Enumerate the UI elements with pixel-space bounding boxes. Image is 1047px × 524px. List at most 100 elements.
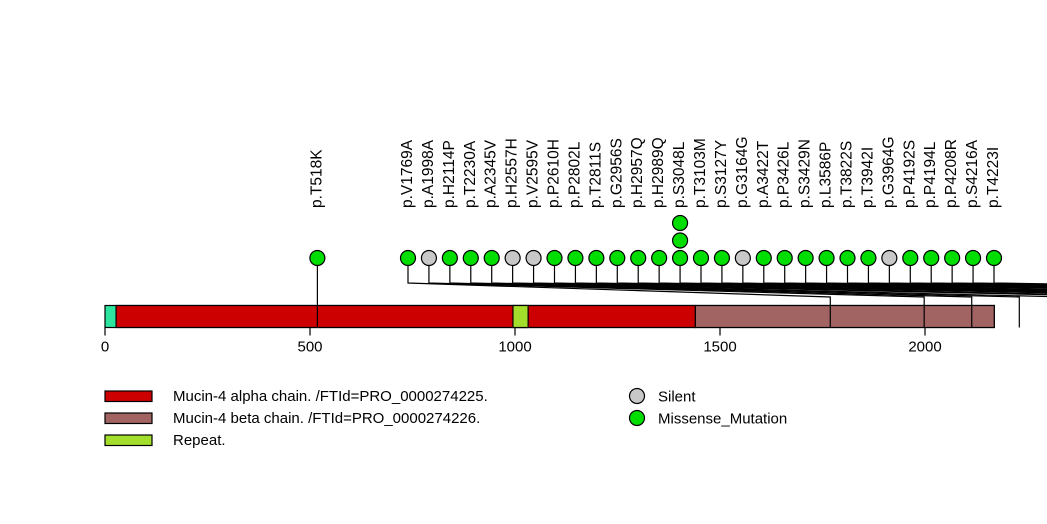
protein-domain-bar bbox=[104, 304, 995, 329]
mutation-label: p.P2802L bbox=[566, 141, 583, 208]
lollipop-stick bbox=[763, 258, 1047, 289]
lollipop-stick bbox=[491, 258, 1047, 298]
domain-beta-chain bbox=[694, 304, 995, 329]
mutation-point bbox=[504, 249, 521, 267]
lollipop-stick bbox=[909, 258, 1047, 286]
lollipop-stick bbox=[449, 258, 973, 328]
mutation-point bbox=[797, 249, 814, 267]
legend-swatch-repeat bbox=[104, 434, 153, 447]
mutation-point bbox=[964, 249, 982, 267]
mutation-point bbox=[309, 249, 326, 267]
legend-swatch-beta-chain bbox=[104, 412, 153, 425]
mutation-label: p.G2956S bbox=[608, 138, 625, 208]
axis-tick-label: 0 bbox=[101, 339, 109, 356]
mutation-point bbox=[985, 249, 1003, 267]
mutation-label: p.L3586P bbox=[818, 142, 835, 208]
legend-class-label: Silent bbox=[658, 389, 696, 406]
mutation-label: p.T518K bbox=[308, 149, 325, 208]
mutation-label: p.T4223I bbox=[985, 147, 1002, 208]
mutation-points bbox=[309, 214, 1003, 267]
lollipop-stick bbox=[721, 258, 1047, 291]
mutation-label: p.S4216A bbox=[964, 139, 981, 208]
axis-tick-label: 1500 bbox=[703, 339, 736, 356]
mutation-point bbox=[671, 214, 689, 232]
legend-domain-label: Repeat. bbox=[173, 432, 226, 449]
domain-legend: Mucin-4 alpha chain. /FTId=PRO_000027422… bbox=[104, 388, 488, 449]
domain-alpha-chain bbox=[115, 304, 697, 329]
legend-domain-label: Mucin-4 alpha chain. /FTId=PRO_000027422… bbox=[173, 388, 488, 405]
mutation-label: p.H2557H bbox=[504, 138, 521, 208]
lollipop-stick bbox=[825, 258, 1047, 288]
axis-tick-label: 2000 bbox=[908, 339, 941, 356]
mutation-point bbox=[776, 249, 793, 267]
mutation-point bbox=[881, 249, 898, 267]
lollipop-stick bbox=[470, 258, 1020, 328]
lollipop-stick bbox=[428, 258, 925, 328]
mutation-label: p.P3426L bbox=[776, 141, 793, 208]
mutation-label: p.P4194L bbox=[922, 141, 939, 208]
lollipop-stick bbox=[784, 258, 1047, 289]
mutation-point bbox=[860, 249, 877, 267]
mutation-label: p.T3942I bbox=[859, 147, 876, 208]
mutation-label: p.G3164G bbox=[734, 136, 751, 208]
mutation-point bbox=[483, 249, 500, 267]
mutation-point bbox=[651, 249, 668, 267]
mutation-label: p.V1769A bbox=[399, 139, 416, 208]
mutation-label: p.H2989Q bbox=[650, 137, 667, 208]
mutation-point bbox=[588, 249, 605, 267]
mutation-label: p.H2957Q bbox=[629, 137, 646, 208]
mutation-label: p.H2114P bbox=[441, 140, 458, 208]
lollipop-stick bbox=[595, 258, 1047, 294]
mutation-point bbox=[630, 249, 647, 267]
lollipop-stick bbox=[993, 258, 1047, 285]
mutation-point bbox=[671, 232, 689, 249]
mutation-label: p.A2345V bbox=[483, 139, 500, 208]
mutation-point bbox=[609, 249, 626, 267]
lollipop-stick bbox=[972, 258, 1047, 285]
mutation-point bbox=[818, 249, 835, 267]
mutation-point bbox=[567, 249, 584, 267]
legend-class-marker bbox=[628, 387, 646, 405]
mutation-label: p.A3422T bbox=[755, 140, 772, 208]
mutation-label: p.P4192S bbox=[901, 140, 918, 208]
mutation-point bbox=[902, 249, 919, 267]
mutation-point bbox=[923, 249, 940, 267]
mutation-point bbox=[944, 249, 961, 267]
axis-tick-label: 1000 bbox=[498, 339, 531, 356]
mutation-label: p.P2610H bbox=[546, 139, 563, 208]
lollipop-stick bbox=[867, 258, 1047, 287]
lollipop-sticks bbox=[316, 258, 1047, 328]
legend-swatch-alpha-chain bbox=[104, 390, 153, 403]
lollipop-stick bbox=[805, 258, 1047, 289]
mutation-point bbox=[399, 249, 417, 267]
mutation-label: p.A1998A bbox=[420, 139, 437, 208]
mutation-label: p.G3964G bbox=[880, 136, 897, 208]
domain-repeat bbox=[512, 304, 529, 329]
legend-class-marker bbox=[628, 409, 646, 427]
lollipop-stick bbox=[888, 258, 1047, 287]
mutation-point bbox=[420, 249, 438, 267]
mutation-point bbox=[755, 249, 772, 267]
mutation-label: p.P4208R bbox=[943, 139, 960, 208]
mutation-point bbox=[441, 249, 458, 267]
mutation-point bbox=[839, 249, 856, 267]
mutation-label: p.T2811S bbox=[587, 142, 604, 208]
mutation-label: p.S3429N bbox=[797, 139, 814, 208]
mutation-label: p.S3048L bbox=[671, 141, 688, 208]
mutation-point bbox=[525, 249, 542, 267]
mutation-label: p.V2595V bbox=[525, 139, 542, 208]
mutation-point bbox=[462, 249, 479, 267]
mutation-point bbox=[546, 249, 563, 267]
lollipop-stick bbox=[407, 258, 831, 328]
mutation-point bbox=[713, 249, 731, 267]
lollipop-stick bbox=[846, 258, 1047, 287]
lollipop-stick bbox=[930, 258, 1047, 286]
lollipop-stick bbox=[951, 258, 1047, 286]
mutation-point bbox=[734, 249, 751, 267]
mutation-label: p.T3822S bbox=[839, 141, 856, 208]
lollipop-stick bbox=[553, 258, 1047, 295]
